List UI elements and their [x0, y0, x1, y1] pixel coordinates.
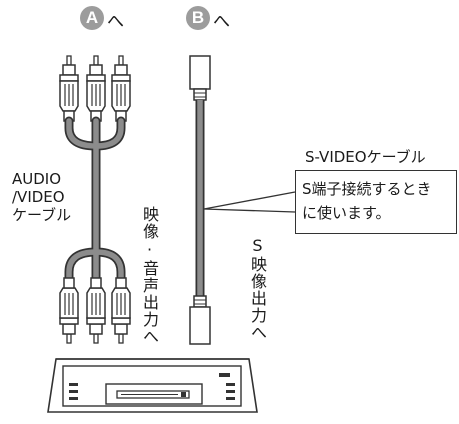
callout-text: S端子接続するとき に使います。: [302, 177, 452, 225]
av-cable-label-line2: /VIDEO: [12, 188, 65, 206]
av-cable-label: AUDIO /VIDEO ケーブル: [12, 170, 71, 224]
arrow-to-a: へ: [107, 12, 124, 32]
av-top-plugs: [59, 55, 131, 122]
callout-line2: に使います。: [302, 204, 391, 222]
av-output-label: 映像·音声出力へ: [140, 206, 159, 345]
av-bottom-plugs: [59, 277, 131, 344]
s-video-cable-label: S-VIDEOケーブル: [305, 148, 426, 166]
arrow-to-b: へ: [213, 12, 230, 32]
badge-a: A: [80, 6, 104, 30]
s-output-label: S映像出力へ: [248, 236, 267, 341]
callout-line1: S端子接続するとき: [302, 180, 432, 198]
av-cable-label-line1: AUDIO: [12, 170, 62, 188]
callout-box: [295, 170, 457, 234]
vcr-device: [47, 358, 258, 413]
badge-b: B: [186, 6, 210, 30]
callout-pointer: [203, 191, 296, 213]
s-video-cable: [189, 55, 211, 345]
av-cable-label-line3: ケーブル: [12, 206, 72, 224]
